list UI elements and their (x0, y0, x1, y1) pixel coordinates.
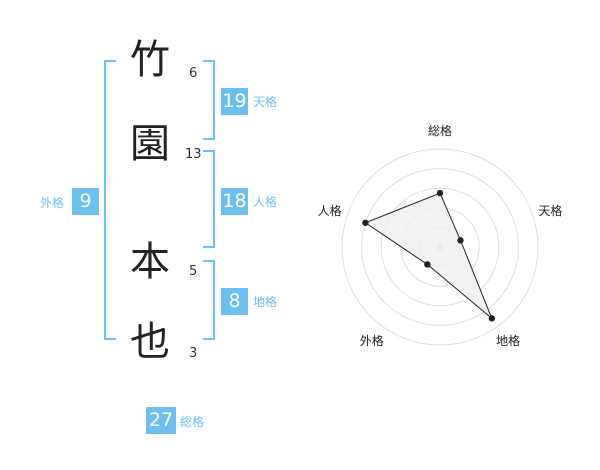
stroke-count-4: 3 (189, 346, 198, 361)
chikaku-label: 地格 (253, 295, 278, 309)
name-char-1: 竹 (130, 37, 170, 83)
soukaku-value: 27 (146, 407, 176, 434)
radar-axis-label-1: 総格 (428, 123, 452, 138)
jinkaku-value: 18 (221, 188, 248, 215)
radar-point-3 (488, 315, 496, 322)
gaikaku-bracket (104, 60, 116, 340)
stroke-count-2: 13 (185, 147, 202, 162)
chikaku-value: 8 (221, 288, 248, 315)
name-char-2: 園 (130, 121, 170, 167)
name-char-4: 也 (130, 319, 170, 365)
radar-axis-label-5: 人格 (318, 203, 342, 218)
radar-point-2 (457, 237, 464, 244)
tenkaku-value: 19 (221, 88, 248, 115)
radar-ring-1 (341, 148, 539, 346)
stroke-count-1: 6 (189, 66, 198, 81)
radar-axis-label-3: 地格 (496, 333, 520, 348)
radar-point-5 (362, 219, 369, 226)
radar-polygon (364, 192, 493, 319)
chikaku-bracket (203, 260, 215, 340)
jinkaku-label: 人格 (253, 195, 278, 209)
stroke-count-3: 5 (189, 264, 198, 279)
radar-ring-2 (361, 168, 519, 326)
radar-ring-3 (380, 187, 500, 307)
radar-point-1 (436, 189, 444, 197)
tenkaku-label: 天格 (253, 95, 278, 109)
gaikaku-label: 外格 (40, 196, 65, 210)
soukaku-label: 総格 (180, 415, 205, 429)
radar-axis-label-4: 外格 (360, 333, 384, 348)
jinkaku-bracket (203, 150, 215, 248)
tenkaku-bracket (203, 60, 215, 140)
radar-point-4 (424, 261, 431, 268)
name-char-3: 本 (130, 239, 170, 285)
radar-axis-label-2: 天格 (538, 203, 562, 218)
gaikaku-value: 9 (72, 188, 99, 215)
